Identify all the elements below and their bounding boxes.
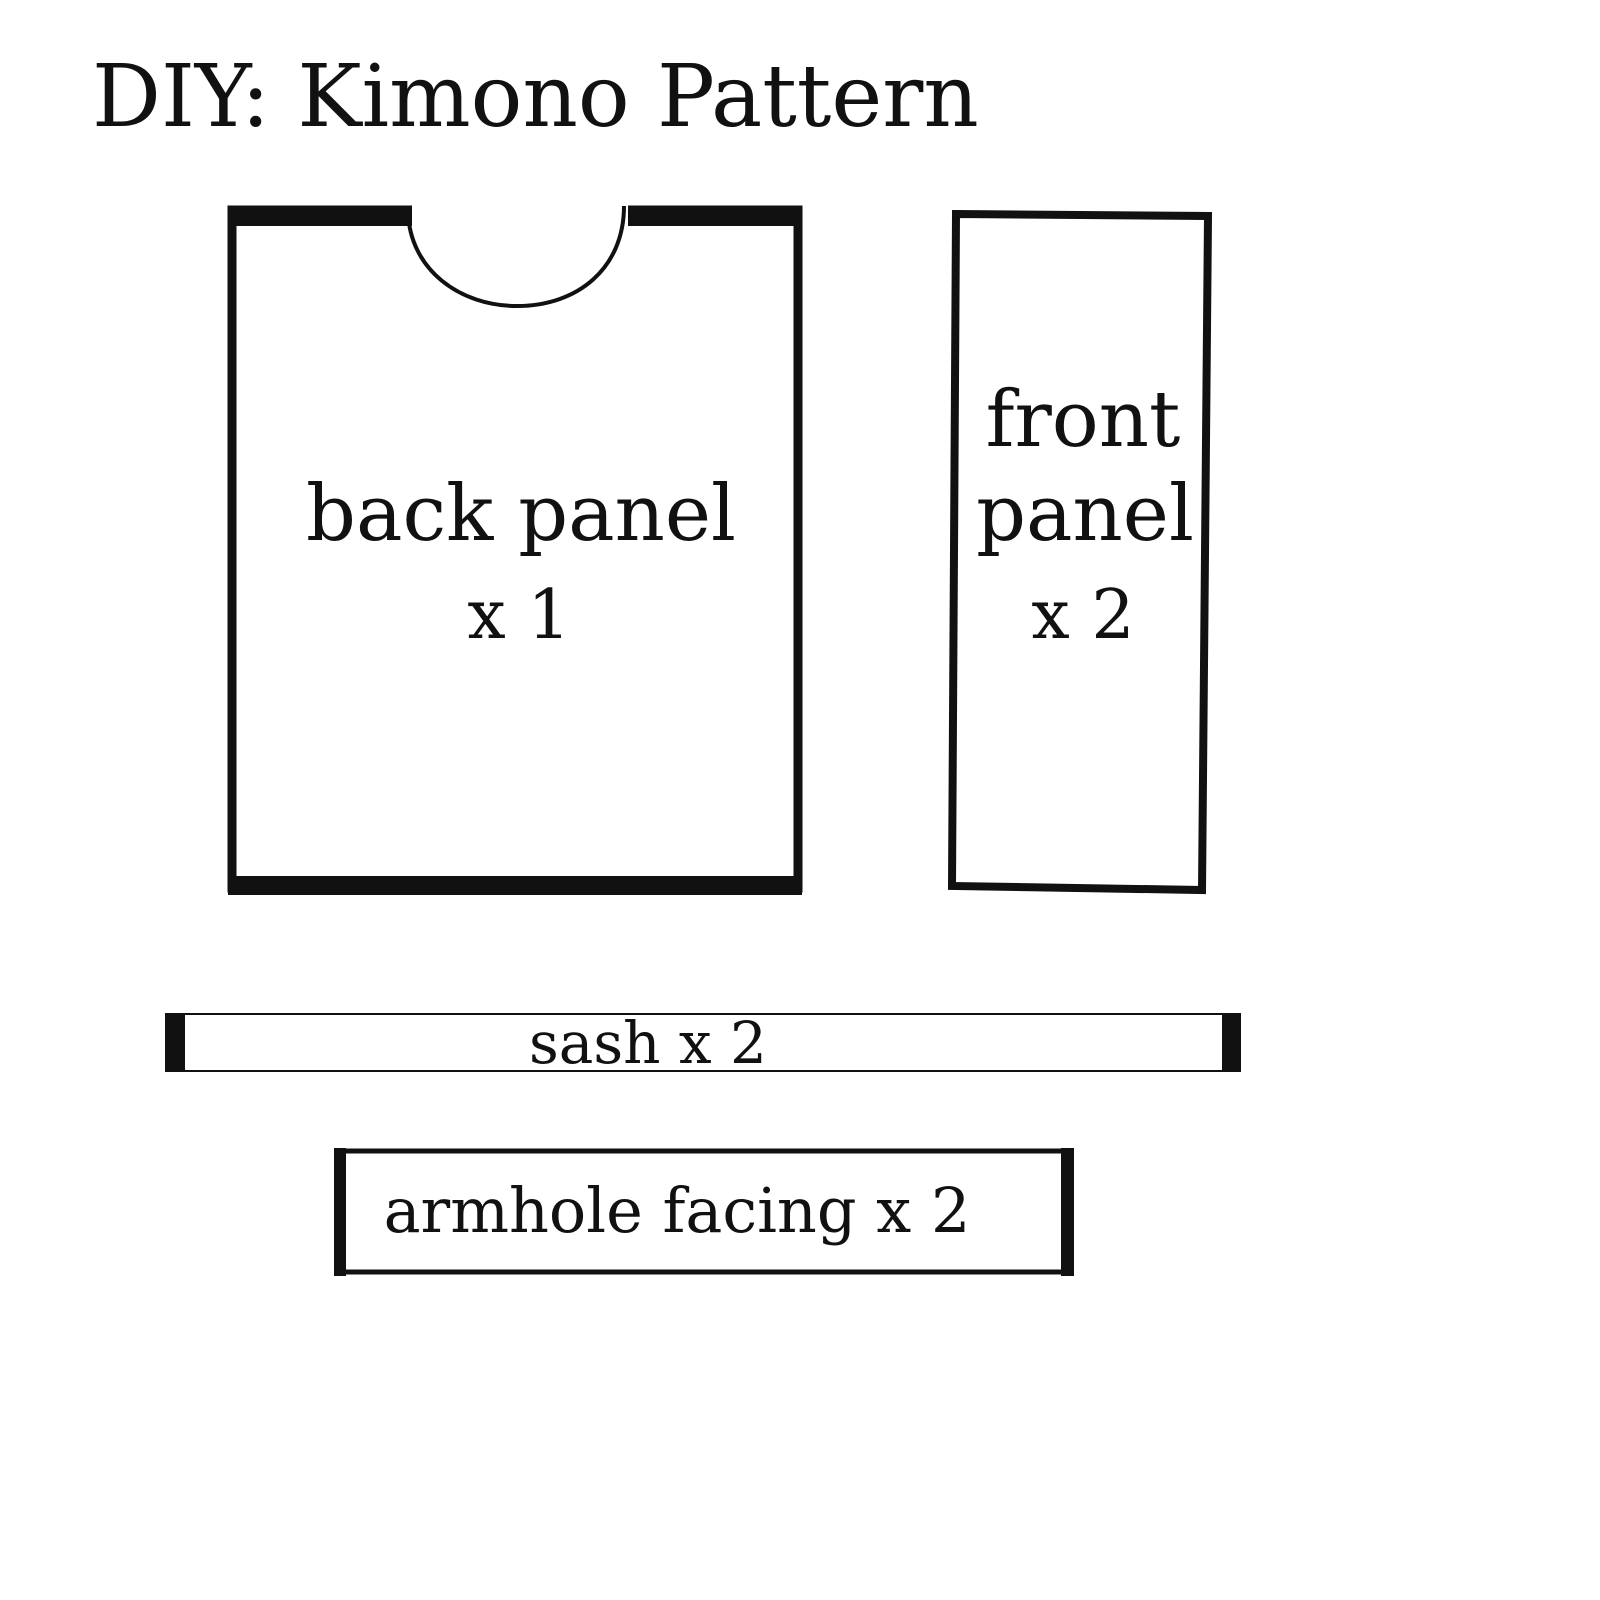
front-panel-outline — [947, 209, 1213, 895]
armhole-facing-right-edge — [1061, 1148, 1074, 1276]
page-title: DIY: Kimono Pattern — [92, 47, 979, 147]
front-panel-piece: front panel x 2 — [947, 209, 1213, 895]
front-panel-quantity: x 2 — [1031, 576, 1134, 655]
front-panel-label-line1: front — [986, 375, 1181, 465]
back-panel-label: back panel — [306, 469, 736, 559]
back-panel-top-edge-left — [228, 206, 415, 226]
back-panel-bottom-edge — [228, 876, 802, 895]
sash-right-end — [1222, 1013, 1241, 1072]
sash-label: sash x 2 — [529, 1009, 767, 1077]
back-panel-neck-gap — [412, 200, 628, 230]
armhole-facing-piece: armhole facing x 2 — [334, 1148, 1074, 1276]
back-panel-quantity: x 1 — [467, 576, 570, 655]
back-panel-piece: back panel x 1 — [227, 200, 803, 895]
sash-left-end — [165, 1013, 185, 1072]
armhole-facing-left-edge — [334, 1148, 346, 1276]
armhole-facing-label: armhole facing x 2 — [384, 1174, 971, 1247]
sash-piece: sash x 2 — [165, 1009, 1241, 1077]
front-panel-label-line2: panel — [976, 469, 1194, 559]
back-panel-top-edge-right — [625, 206, 802, 226]
neckline-curve — [406, 205, 626, 309]
